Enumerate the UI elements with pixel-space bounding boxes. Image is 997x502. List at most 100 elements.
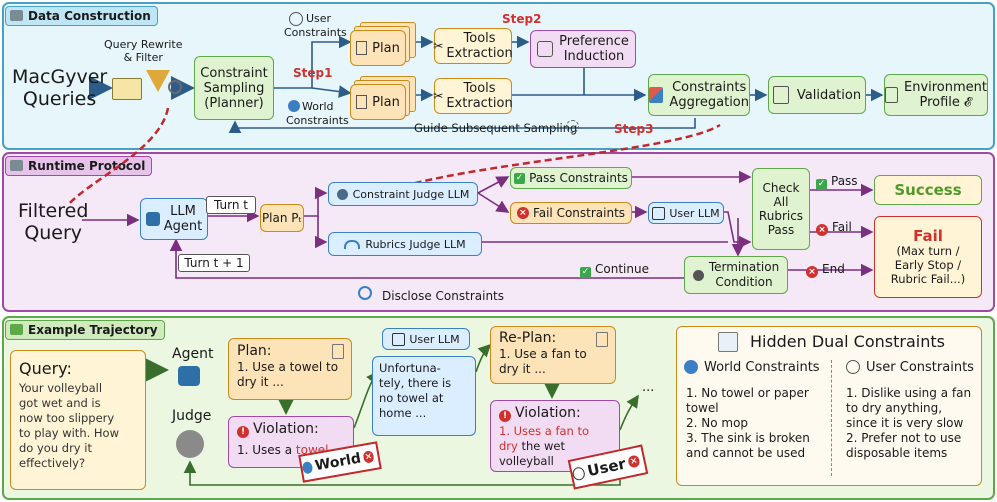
user-reply-card: Unfortuna- tely, there is no towel at ho… xyxy=(372,356,476,436)
tools-extraction-box-top: ✂Tools Extraction xyxy=(433,28,513,64)
user-icon xyxy=(846,360,860,374)
replan-text: 1. Use a fan to dry it ... xyxy=(499,347,587,376)
success-box: Success xyxy=(874,175,982,205)
clipboard-icon xyxy=(332,344,344,359)
gavel-icon xyxy=(176,430,204,458)
replan-title: Re-Plan: xyxy=(499,330,557,346)
cross-icon: × xyxy=(516,207,529,219)
database-icon xyxy=(10,160,23,171)
environment-profile-box: Environment Profile 𝓔 xyxy=(884,74,988,116)
search-icon xyxy=(358,286,372,300)
user-icon xyxy=(289,12,303,26)
blocks-icon xyxy=(649,87,664,103)
clipboard-icon xyxy=(718,332,738,352)
plan-pt-box: Plan Pₜ xyxy=(260,204,304,232)
user-constraints-list: 1. Dislike using a fan to dry anything, … xyxy=(846,386,972,460)
step3-label: Step3 xyxy=(614,122,654,136)
cross-icon: × xyxy=(627,454,641,469)
query-rewrite-label: Query Rewrite & Filter xyxy=(104,38,183,64)
fail-branch-label: ×Fail xyxy=(816,220,852,236)
guide-sampling-label: Guide Subsequent Sampling xyxy=(414,121,578,135)
judge-logo-icon xyxy=(336,188,348,200)
refresh-icon xyxy=(566,120,579,133)
column-divider xyxy=(831,360,832,476)
query-box: Query: Your volleyball got wet and is no… xyxy=(10,350,146,490)
filtered-query-label: Filtered Query xyxy=(18,200,89,244)
stop-icon xyxy=(692,269,704,281)
database-icon xyxy=(10,10,23,21)
user-llm-tag: User LLM xyxy=(382,328,470,350)
gauge-icon xyxy=(344,239,361,249)
judge-label: Judge xyxy=(172,408,212,424)
query-text: Your volleyball got wet and is now too s… xyxy=(19,381,120,470)
user-constraints-label: User Constraints xyxy=(284,12,347,39)
user-constraints-header: User Constraints xyxy=(866,360,974,375)
pass-label: ✓Pass xyxy=(816,174,858,190)
llm-agent-box: LLM Agent xyxy=(140,198,208,240)
hidden-constraints-title: Hidden Dual Constraints xyxy=(750,332,945,351)
agent-label: Agent xyxy=(172,346,214,362)
rubrics-judge-box: Rubrics Judge LLM xyxy=(328,232,482,256)
plan-box-bottom: Plan xyxy=(350,84,406,120)
turn-t-box: Turn t xyxy=(206,196,256,214)
world-constraints-list: 1. No towel or paper towel 2. No mop 3. … xyxy=(686,386,810,460)
constraints-aggregation-box: Constraints Aggregation xyxy=(648,74,750,116)
robot-icon xyxy=(392,332,406,346)
alert-icon: ! xyxy=(237,426,249,438)
plan-box-top: Plan xyxy=(350,30,406,66)
turn-t1-box: Turn t + 1 xyxy=(178,254,250,272)
continue-label: ✓Continue xyxy=(580,262,649,278)
check-icon: ✓ xyxy=(816,179,827,190)
plan-card-text: 1. Use a towel to dry it ... xyxy=(237,360,339,389)
world-constraints-label: World Constraints xyxy=(286,100,349,127)
robot-icon xyxy=(145,212,160,226)
hidden-constraints-card xyxy=(676,326,982,486)
end-label: ×End xyxy=(806,262,845,278)
check-rubrics-box: Check All Rubrics Pass xyxy=(752,168,810,250)
robot-icon xyxy=(652,206,666,220)
pass-constraints-box: ✓Pass Constraints xyxy=(510,167,632,189)
violation-title-2: !Violation: xyxy=(499,405,581,422)
person-board-icon xyxy=(537,41,554,57)
book-icon xyxy=(112,78,142,100)
fail-constraints-box: ×Fail Constraints xyxy=(510,202,632,224)
fail-title: Fail xyxy=(913,226,943,245)
user-llm-box-runtime: User LLM xyxy=(648,202,724,224)
quote-icon xyxy=(10,324,23,335)
plan-card: Plan: 1. Use a towel to dry it ... xyxy=(228,338,352,400)
disclose-constraints: Disclose Constraints xyxy=(358,286,504,303)
section-title-example-trajectory: Example Trajectory xyxy=(5,320,165,340)
gear-icon xyxy=(168,80,182,94)
tools-extraction-box-bottom: ✂Tools Extraction xyxy=(433,78,513,114)
globe-icon xyxy=(301,460,314,475)
step2-label: Step2 xyxy=(502,12,542,26)
clipboard-icon xyxy=(356,95,368,109)
user-icon xyxy=(571,465,587,481)
robot-icon xyxy=(178,366,200,386)
alert-icon: ! xyxy=(499,410,511,422)
clipboard-icon xyxy=(596,332,608,347)
termination-box: Termination Condition xyxy=(684,256,788,294)
tools-icon: ✂ xyxy=(433,88,444,103)
cross-icon: × xyxy=(806,266,818,278)
plan-card-title: Plan: xyxy=(237,343,272,359)
constraint-judge-box: Constraint Judge LLM xyxy=(328,182,478,206)
replan-card: Re-Plan: 1. Use a fan to dry it ... xyxy=(490,326,616,384)
fail-detail: (Max turn / Early Stop / Rubric Fail...) xyxy=(890,243,966,286)
fail-box: Fail (Max turn / Early Stop / Rubric Fai… xyxy=(874,216,982,298)
step1-label: Step1 xyxy=(293,66,333,80)
checklist-icon xyxy=(772,86,789,104)
funnel-icon xyxy=(146,70,170,92)
macgyver-queries-label: MacGyver Queries xyxy=(12,66,108,110)
violation-title-1: !Violation: xyxy=(237,421,319,438)
validation-box: Validation xyxy=(768,76,866,114)
query-title: Query: xyxy=(19,359,72,378)
constraint-sampling-box: Constraint Sampling (Planner) xyxy=(194,56,274,120)
globe-icon xyxy=(684,360,698,374)
cross-icon: × xyxy=(816,224,828,236)
preference-induction-box: Preference Induction xyxy=(530,30,636,68)
tools-icon: ✂ xyxy=(433,38,444,53)
section-title-data-construction: Data Construction xyxy=(5,6,158,26)
check-icon: ✓ xyxy=(580,267,591,278)
globe-icon xyxy=(288,100,300,112)
